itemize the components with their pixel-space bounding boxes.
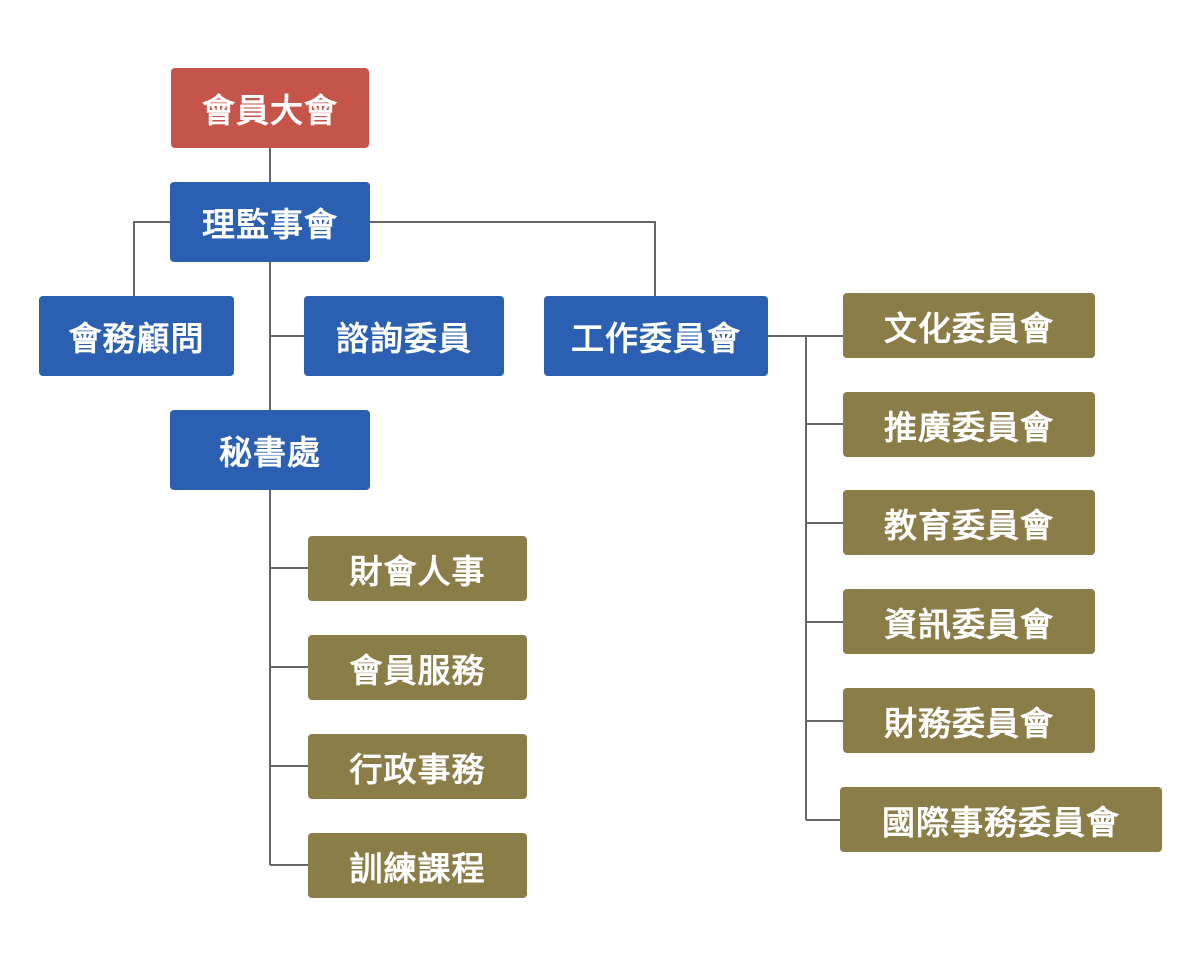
node-general-assembly: 會員大會	[171, 68, 369, 148]
line-board-advisors	[133, 221, 170, 296]
node-secretariat: 秘書處	[170, 410, 370, 490]
node-consultants: 諮詢委員	[304, 296, 504, 376]
node-secretariat-unit: 財會人事	[308, 536, 527, 601]
node-committee: 文化委員會	[843, 293, 1095, 358]
node-committee: 財務委員會	[843, 688, 1095, 753]
node-committee: 推廣委員會	[843, 392, 1095, 457]
node-advisors: 會務顧問	[39, 296, 234, 376]
node-committee: 教育委員會	[843, 490, 1095, 555]
line-board-committees	[370, 221, 656, 296]
node-board: 理監事會	[170, 182, 370, 262]
node-working-committees: 工作委員會	[544, 296, 768, 376]
node-committee: 資訊委員會	[843, 589, 1095, 654]
node-committee: 國際事務委員會	[840, 787, 1162, 852]
node-secretariat-unit: 行政事務	[308, 734, 527, 799]
node-secretariat-unit: 會員服務	[308, 635, 527, 700]
node-secretariat-unit: 訓練課程	[308, 833, 527, 898]
line-committees-trunk	[768, 335, 843, 820]
